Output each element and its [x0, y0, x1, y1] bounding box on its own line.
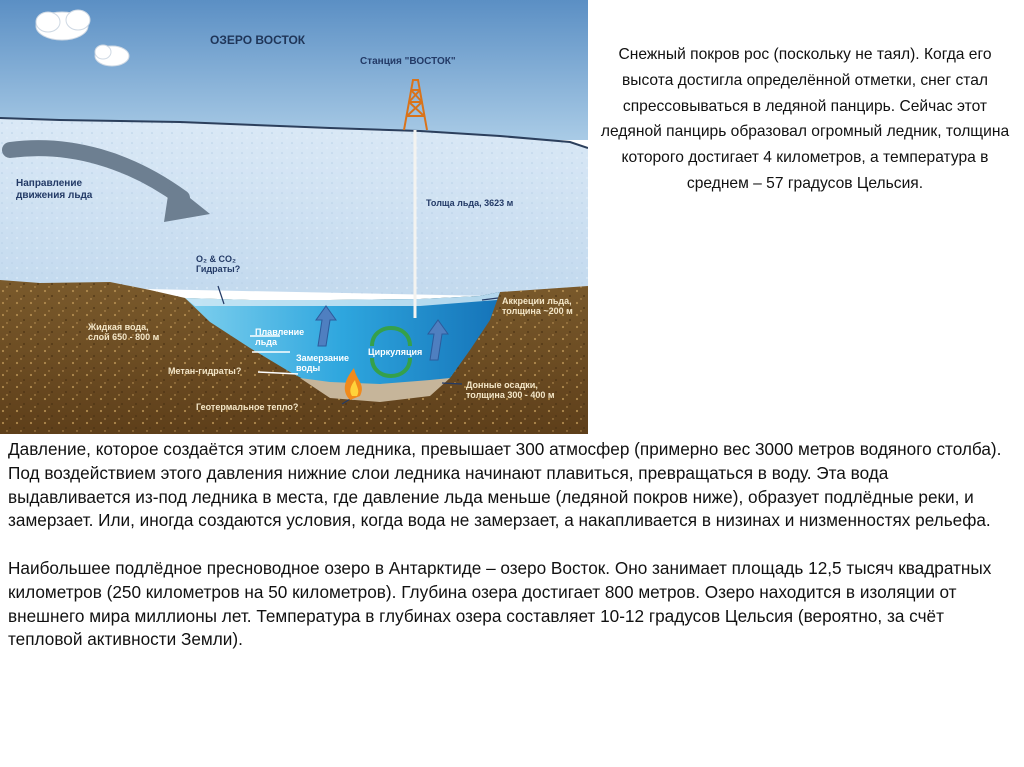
body-text: Давление, которое создаётся этим слоем л…	[8, 438, 1012, 652]
melting-ice-label: Плавление льда	[255, 327, 305, 347]
flame-icon	[344, 368, 362, 400]
accretion-ice-label: Аккреции льда, толщина ~200 м	[502, 296, 573, 316]
lake-water	[185, 292, 500, 392]
paragraph-pressure: Давление, которое создаётся этим слоем л…	[8, 439, 1002, 531]
sediments	[300, 378, 450, 402]
diagram-illustration	[0, 0, 588, 434]
drill-tower-icon	[403, 79, 428, 131]
cloud-icon	[35, 9, 130, 67]
paragraph-lake-vostok: Наибольшее подлёдное пресноводное озеро …	[8, 557, 992, 650]
sky	[0, 0, 588, 140]
gas-hydrates-label: O₂ & CO₂ Гидраты?	[196, 254, 241, 274]
station-label: Станция "ВОСТОК"	[360, 56, 456, 67]
ice-thickness-label: Толща льда, 3623 м	[426, 198, 514, 208]
methane-hydrates-label: Метан-гидраты?	[168, 366, 242, 376]
circulation-label: Циркуляция	[368, 347, 423, 357]
liquid-water-label: Жидкая вода, слой 650 - 800 м	[88, 322, 160, 342]
circulation-loop	[370, 326, 412, 378]
ice-flow-arrow	[2, 140, 190, 206]
lake-vostok-diagram: ОЗЕРО ВОСТОК Станция "ВОСТОК" Направлени…	[0, 0, 588, 434]
freezing-water-label: Замерзание воды	[296, 353, 350, 373]
ice-direction-label: Направление движения льда	[16, 178, 93, 201]
side-description: Снежный покров рос (поскольку не таял). …	[600, 46, 1010, 192]
diagram-title: ОЗЕРО ВОСТОК	[210, 33, 306, 47]
geothermal-label: Геотермальное тепло?	[196, 402, 299, 412]
sediments-label: Донные осадки, толщина 300 - 400 м	[466, 380, 555, 400]
